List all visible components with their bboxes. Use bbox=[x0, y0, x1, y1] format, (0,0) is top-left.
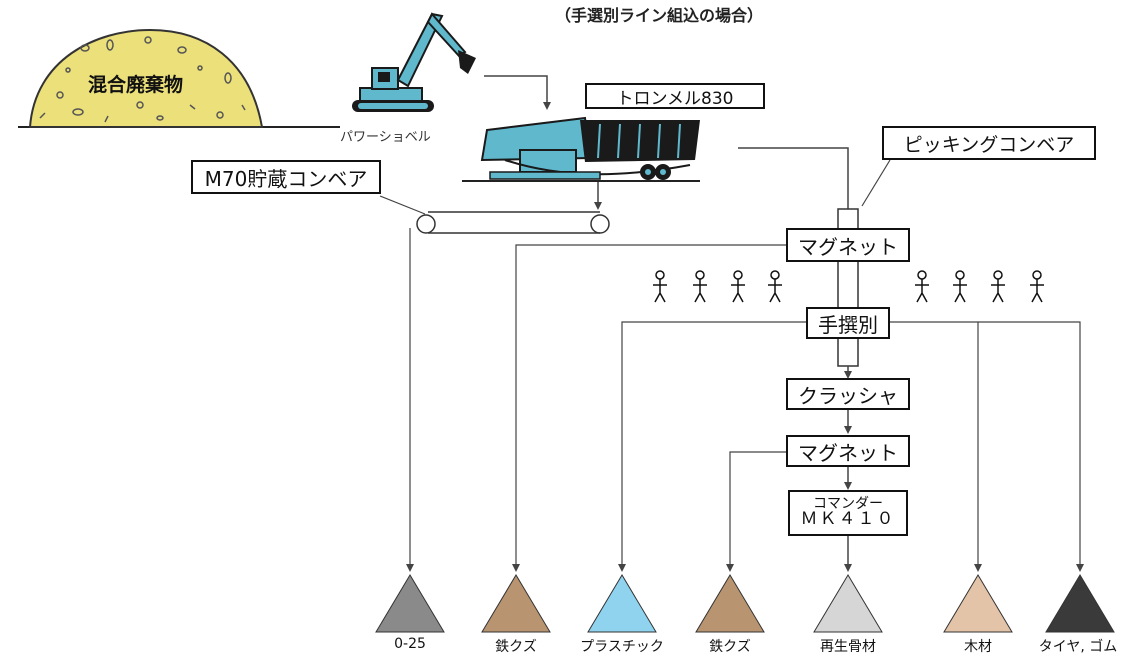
pile-label: 混合廃棄物 bbox=[88, 74, 184, 96]
line-magnet1-to-iron bbox=[512, 244, 786, 572]
excavator bbox=[352, 12, 476, 112]
output-pile-0-25 bbox=[375, 574, 445, 633]
output-label-0-25: 0-25 bbox=[394, 636, 426, 652]
output-piles bbox=[375, 574, 1115, 633]
commander-label-line1: コマンダー bbox=[813, 495, 883, 512]
picking-label-leader bbox=[861, 159, 891, 207]
output-label-aggregate: 再生骨材 bbox=[820, 639, 876, 655]
storage-conveyor-label: M70貯蔵コンベア bbox=[191, 160, 381, 194]
commander-label-line2: ＭＫ４１０ bbox=[800, 509, 896, 530]
output-label-iron-2: 鉄クズ bbox=[709, 639, 751, 655]
output-label-tire: タイヤ, ゴム bbox=[1038, 639, 1118, 655]
output-label-wood: 木材 bbox=[964, 639, 992, 655]
line-handsort-to-plastic bbox=[618, 321, 806, 572]
output-pile-iron-2 bbox=[695, 574, 765, 633]
commander-box: コマンダー ＭＫ４１０ bbox=[788, 490, 908, 536]
picking-conveyor-label: ピッキングコンベア bbox=[882, 126, 1096, 160]
magnet-box-2: マグネット bbox=[786, 435, 910, 467]
excavator-label: パワーショベル bbox=[340, 130, 431, 145]
storage-conveyor bbox=[416, 211, 610, 234]
line-handsort-to-tire bbox=[978, 321, 1084, 572]
trommel-label: トロンメル830 bbox=[585, 83, 765, 109]
output-pile-tire bbox=[1045, 574, 1115, 633]
trommel-machine bbox=[480, 116, 700, 180]
workers-left bbox=[653, 270, 782, 303]
output-pile-iron-1 bbox=[481, 574, 551, 633]
diagram-subtitle: （手選別ライン組込の場合） bbox=[555, 6, 764, 25]
hand-sort-box: 手撰別 bbox=[806, 307, 890, 339]
mixed-waste-pile bbox=[28, 28, 264, 128]
magnet-box-1: マグネット bbox=[786, 228, 910, 262]
crusher-box: クラッシャ bbox=[786, 378, 910, 410]
workers-right bbox=[915, 270, 1044, 303]
arrow-trommel-to-picking bbox=[738, 147, 852, 228]
arrow-excavator-to-trommel bbox=[484, 75, 551, 110]
output-label-iron-1: 鉄クズ bbox=[495, 639, 537, 655]
storage-label-leader bbox=[379, 195, 426, 215]
output-label-plastic: プラスチック bbox=[580, 639, 664, 655]
line-magnet2-to-iron bbox=[726, 451, 786, 572]
output-pile-wood bbox=[943, 574, 1013, 633]
output-pile-plastic bbox=[587, 574, 657, 633]
output-pile-aggregate bbox=[813, 574, 883, 633]
